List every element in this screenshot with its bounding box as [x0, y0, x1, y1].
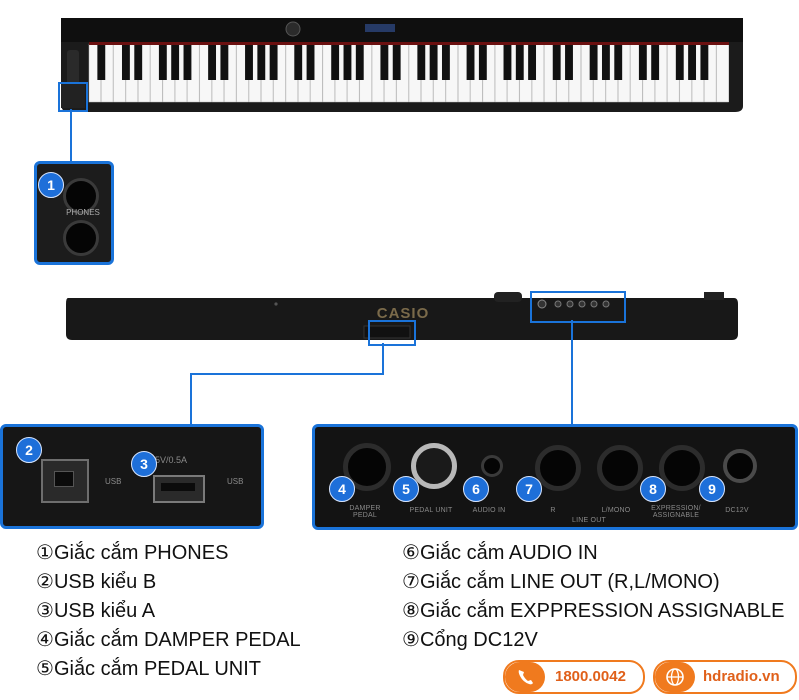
hotline-pill[interactable]: 1800.0042: [503, 660, 645, 694]
damper-jack: [343, 443, 391, 491]
audio-in-label: AUDIO IN: [472, 507, 506, 514]
usb-a-port: [153, 475, 205, 503]
legend-item-3: ③USB kiểu A: [36, 600, 156, 622]
usb-a-rating: 5V/0.5A: [155, 455, 188, 465]
phones-highlight-box: [58, 82, 88, 112]
usb-b-port: [41, 459, 89, 503]
jacks-callout: DAMPER PEDAL PEDAL UNIT AUDIO IN R L/MON…: [312, 424, 798, 530]
badge-4: 4: [329, 476, 355, 502]
rear-jacks-mini: [537, 299, 610, 309]
piano-rear-image: [66, 292, 738, 340]
legend-item-6: ⑥Giắc cắm AUDIO IN: [402, 542, 598, 564]
legend-item-4: ④Giắc cắm DAMPER PEDAL: [36, 629, 301, 651]
legend-item-2: ②USB kiểu B: [36, 571, 157, 593]
phones-label: PHONES: [66, 208, 100, 217]
globe-icon: [655, 662, 695, 692]
badge-2: 2: [16, 437, 42, 463]
legend-item-8: ⑧Giắc cắm EXPPRESSION ASSIGNABLE: [402, 600, 785, 622]
badge-7: 7: [516, 476, 542, 502]
leader-line-phones: [70, 109, 72, 163]
dc-label: DC12V: [725, 507, 749, 514]
piano-rear-view: [64, 290, 738, 342]
legend-item-5: ⑤Giắc cắm PEDAL UNIT: [36, 658, 262, 680]
line-out-l-jack: [597, 445, 643, 491]
phone-icon: [505, 662, 545, 692]
pedal-unit-jack: [411, 443, 457, 489]
line-l-label: L/MONO: [601, 507, 631, 514]
rear-jacks-highlight-box: [530, 291, 626, 323]
legend-item-9: ⑨Cổng DC12V: [402, 629, 538, 651]
expression-label: EXPRESSION/ ASSIGNABLE: [651, 505, 701, 519]
leader-line-usb-v2: [190, 373, 192, 425]
hotline-number: 1800.0042: [555, 668, 626, 685]
dc-jack: [723, 449, 757, 483]
legend-item-1: ①Giắc cắm PHONES: [36, 542, 229, 564]
phones-jack-top: [63, 178, 99, 214]
badge-8: 8: [640, 476, 666, 502]
leader-line-usb-h: [190, 373, 384, 375]
badge-6: 6: [463, 476, 489, 502]
audio-in-jack: [481, 455, 503, 477]
line-r-label: R: [550, 507, 556, 514]
badge-1: 1: [38, 172, 64, 198]
line-out-r-jack: [535, 445, 581, 491]
usb-callout: USB 5V/0.5A USB: [0, 424, 264, 529]
website-pill[interactable]: hdradio.vn: [653, 660, 797, 694]
expression-jack: [659, 445, 705, 491]
usb-symbol-1: USB: [105, 477, 122, 486]
usb-symbol-2: USB: [227, 477, 244, 486]
badge-5: 5: [393, 476, 419, 502]
pedal-unit-label: PEDAL UNIT: [409, 507, 453, 514]
leader-line-jacks: [571, 320, 573, 426]
damper-label: DAMPER PEDAL: [349, 505, 381, 519]
legend-item-7: ⑦Giắc cắm LINE OUT (R,L/MONO): [402, 571, 720, 593]
badge-3: 3: [131, 451, 157, 477]
line-out-label: LINE OUT: [572, 517, 606, 524]
piano-top-image: [61, 18, 743, 112]
usb-highlight-box: [368, 320, 416, 346]
phones-jack-bottom: [63, 220, 99, 256]
leader-line-usb-v1: [382, 343, 384, 375]
piano-top-view: [55, 14, 745, 114]
website-url: hdradio.vn: [703, 668, 780, 685]
piano-brand-logo: CASIO: [376, 305, 430, 322]
badge-9: 9: [699, 476, 725, 502]
